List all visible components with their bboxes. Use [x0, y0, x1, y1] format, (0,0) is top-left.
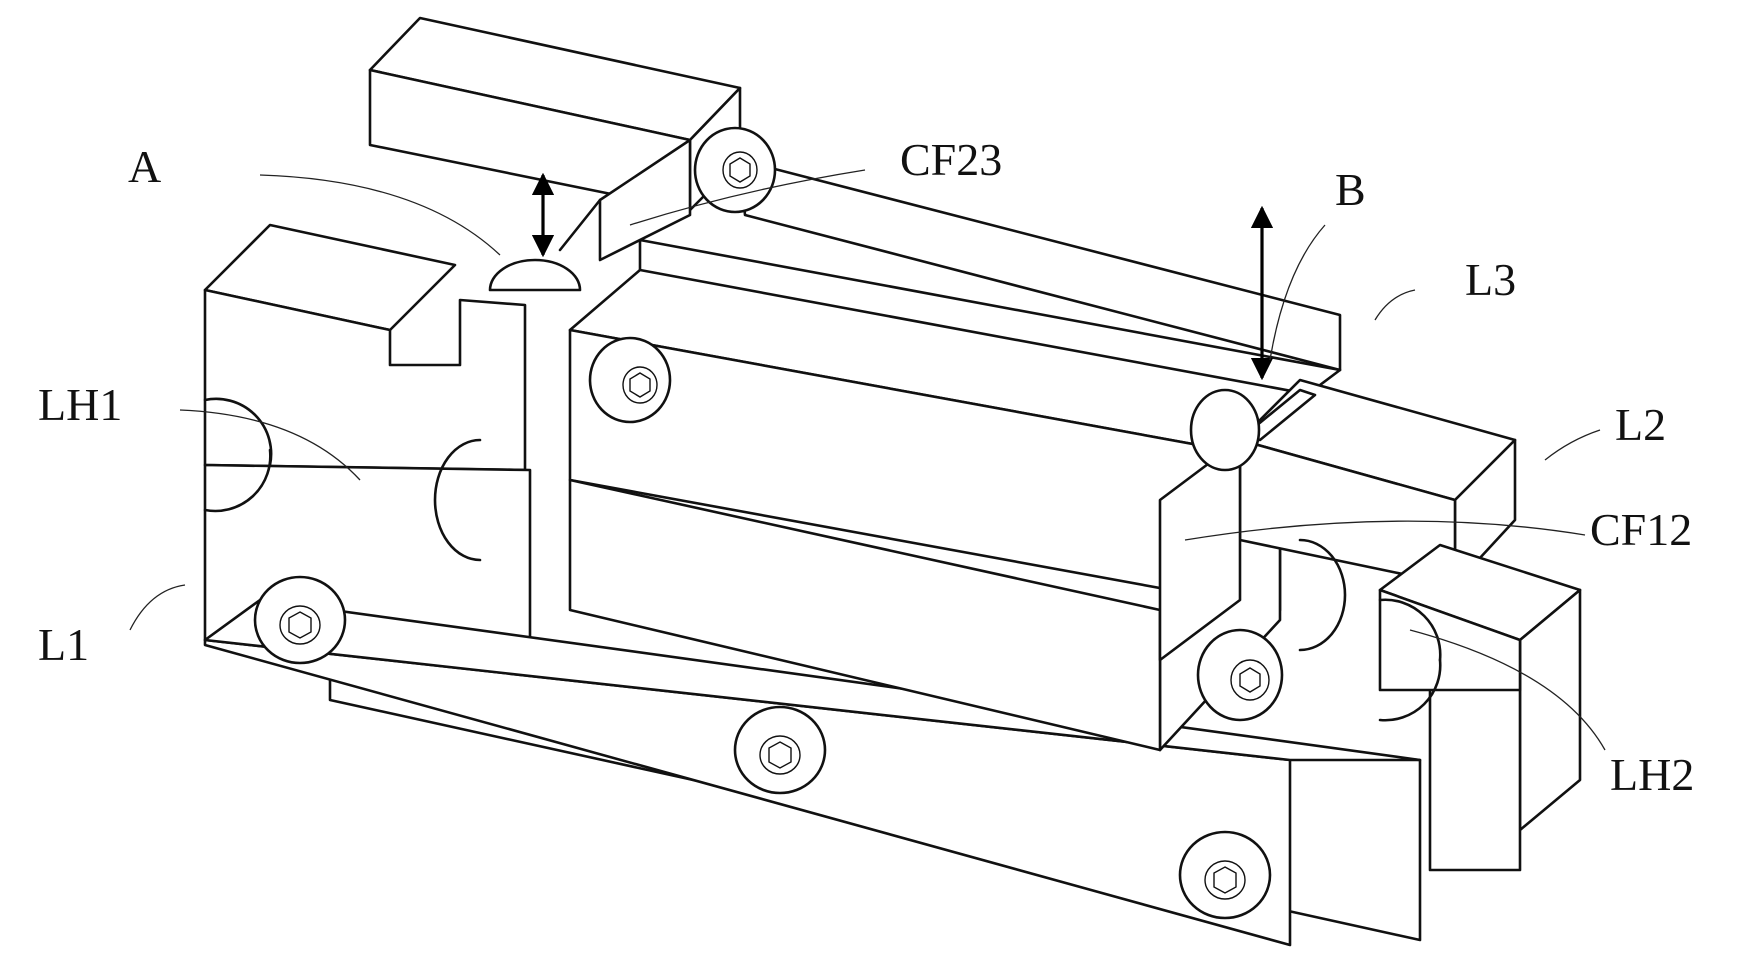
label-l2: L2 [1615, 399, 1666, 450]
label-lh1: LH1 [38, 379, 122, 430]
label-l3: L3 [1465, 254, 1516, 305]
flexure-cf23 [558, 138, 692, 262]
leader-l3 [1374, 289, 1416, 321]
label-lh2: LH2 [1610, 749, 1694, 800]
leader-l2 [1544, 429, 1601, 461]
screw-mid-right [1189, 388, 1261, 472]
contact-a-dome [488, 258, 582, 292]
leader-b [1269, 224, 1326, 361]
leader-cf23 [629, 169, 866, 226]
leader-cf12 [1184, 520, 1586, 541]
label-a: A [128, 141, 161, 192]
link-lh2-body [1378, 543, 1582, 872]
screw-l1-left [253, 575, 347, 665]
label-cf23: CF23 [900, 134, 1002, 185]
leader-a [259, 174, 501, 256]
label-b: B [1335, 164, 1366, 215]
leader-lh2 [1409, 629, 1606, 751]
label-cf12: CF12 [1590, 504, 1692, 555]
screw-cf12 [1196, 628, 1284, 722]
screw-mid-left [588, 336, 672, 424]
screw-top-cf23 [693, 126, 777, 214]
screw-l1-right [1178, 830, 1272, 920]
flexure-notches [203, 397, 1442, 722]
label-l1: L1 [38, 619, 89, 670]
leader-l1 [129, 584, 186, 631]
screw-l1-middle [733, 705, 827, 795]
leader-lh1 [179, 409, 361, 481]
